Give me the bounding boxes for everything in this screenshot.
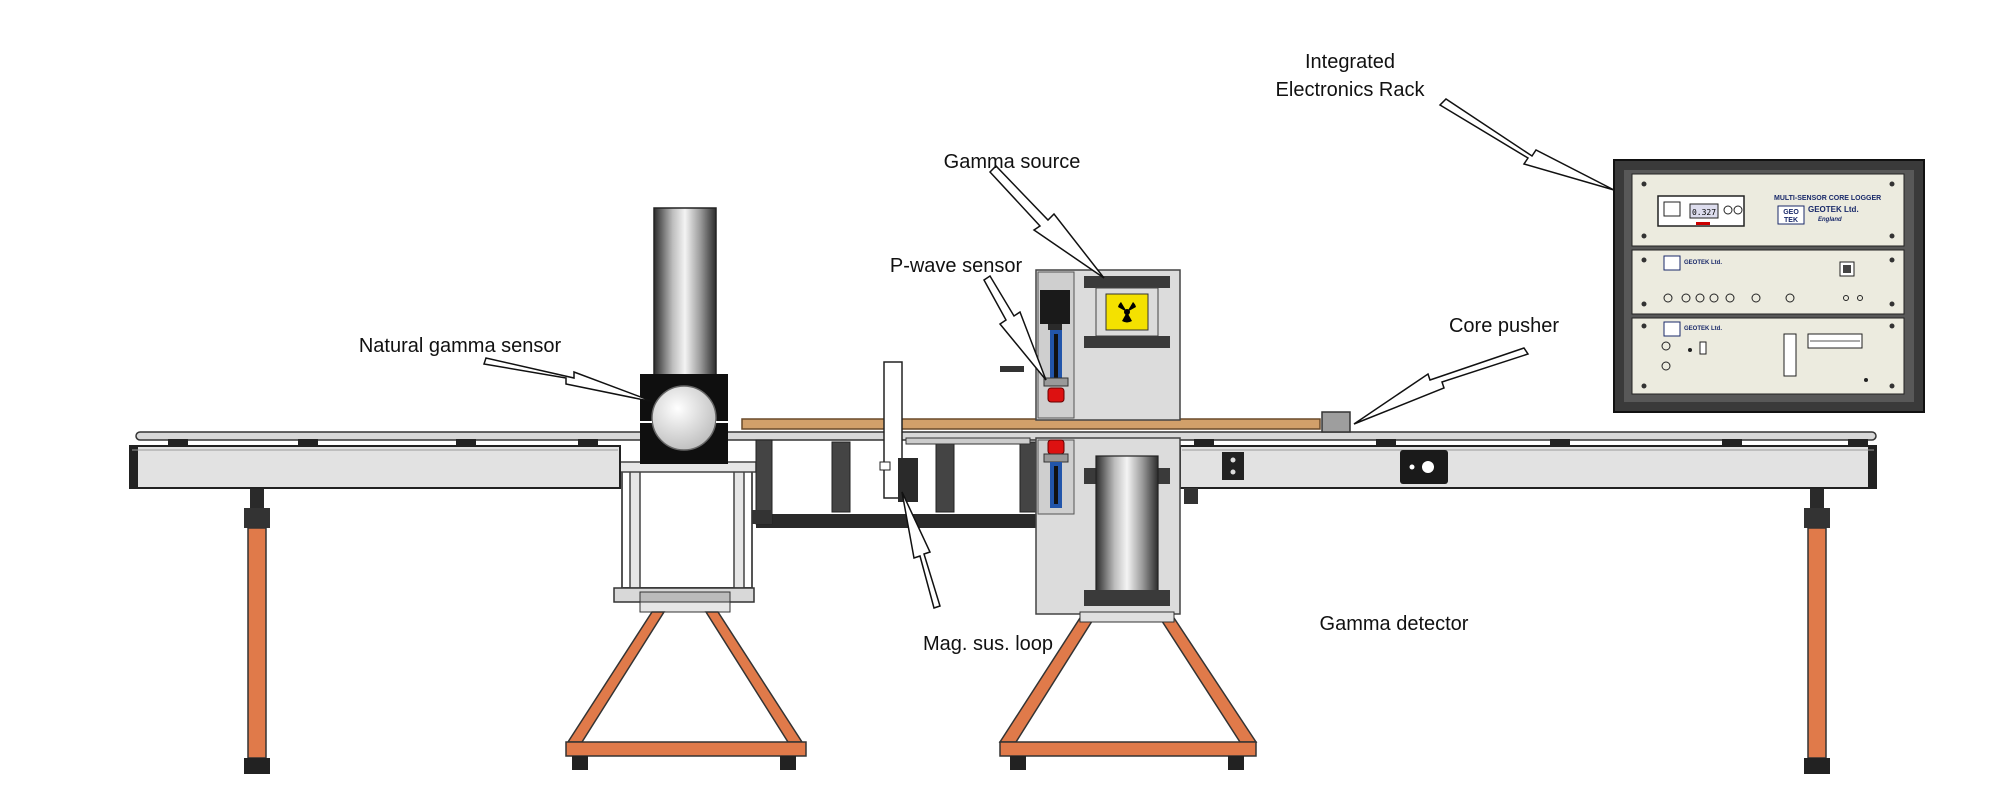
gamma-detector-housing [1035, 437, 1181, 623]
centre-support-frame [752, 437, 1056, 528]
logo-tek-text: TEK [1784, 217, 1798, 224]
arrow-mag-sus [901, 491, 941, 609]
label-pwave-sensor: P-wave sensor [890, 255, 1023, 277]
right-table-beam [1179, 445, 1877, 504]
labels: Integrated Electronics Rack Gamma source… [359, 51, 1560, 655]
module3-company: GEOTEK Ltd. [1684, 326, 1722, 332]
left-table-beam [129, 445, 621, 489]
right-table-leg [1804, 488, 1830, 774]
rack-module-3: GEOTEK Ltd. [1631, 317, 1905, 395]
label-rack-line2: Electronics Rack [1276, 79, 1426, 101]
label-mag-sus-loop: Mag. sus. loop [923, 633, 1053, 655]
gamma-pwave-housing [1000, 269, 1181, 421]
arrow-core-pusher [1353, 347, 1530, 425]
electronics-rack: 0.327 MULTI-SENSOR CORE LOGGER GEO TEK G… [1613, 159, 1925, 413]
rack-display-value: 0.327 [1692, 208, 1716, 217]
arrow-gamma-source [988, 164, 1105, 279]
logo-geo-text: GEO [1783, 209, 1799, 216]
arrow-rack [1438, 98, 1615, 191]
pwave-transducer-upper [1040, 290, 1070, 324]
rack-module-2: GEOTEK Ltd. [1631, 249, 1905, 315]
arrow-natural-gamma [483, 357, 655, 403]
natural-gamma-sensor [636, 207, 732, 464]
rack-title: MULTI-SENSOR CORE LOGGER [1774, 195, 1881, 202]
label-gamma-detector: Gamma detector [1320, 613, 1469, 635]
rack-company: GEOTEK Ltd. [1808, 205, 1859, 214]
label-natural-gamma-sensor: Natural gamma sensor [359, 335, 562, 357]
right-a-frame-stand [998, 617, 1258, 770]
rack-display [1689, 203, 1719, 219]
rack-country: England [1818, 217, 1842, 223]
label-rack-line1: Integrated [1305, 51, 1395, 73]
left-a-frame-stand [565, 461, 807, 770]
core-sample [741, 418, 1321, 430]
natural-gamma-detector-window [651, 385, 717, 451]
gamma-detector-cylinder [1095, 455, 1159, 597]
label-gamma-source: Gamma source [944, 151, 1081, 173]
rack-module-logger: 0.327 MULTI-SENSOR CORE LOGGER GEO TEK G… [1631, 173, 1905, 247]
callout-arrows [483, 98, 1615, 609]
module2-company: GEOTEK Ltd. [1684, 260, 1722, 266]
arrow-pwave [983, 274, 1047, 381]
mag-sus-loop [879, 361, 918, 502]
geotek-logo [1777, 205, 1805, 225]
label-core-pusher: Core pusher [1449, 315, 1559, 337]
radiation-hazard-icon [1105, 293, 1149, 331]
left-table-leg [244, 488, 270, 774]
core-pusher [1321, 411, 1351, 433]
